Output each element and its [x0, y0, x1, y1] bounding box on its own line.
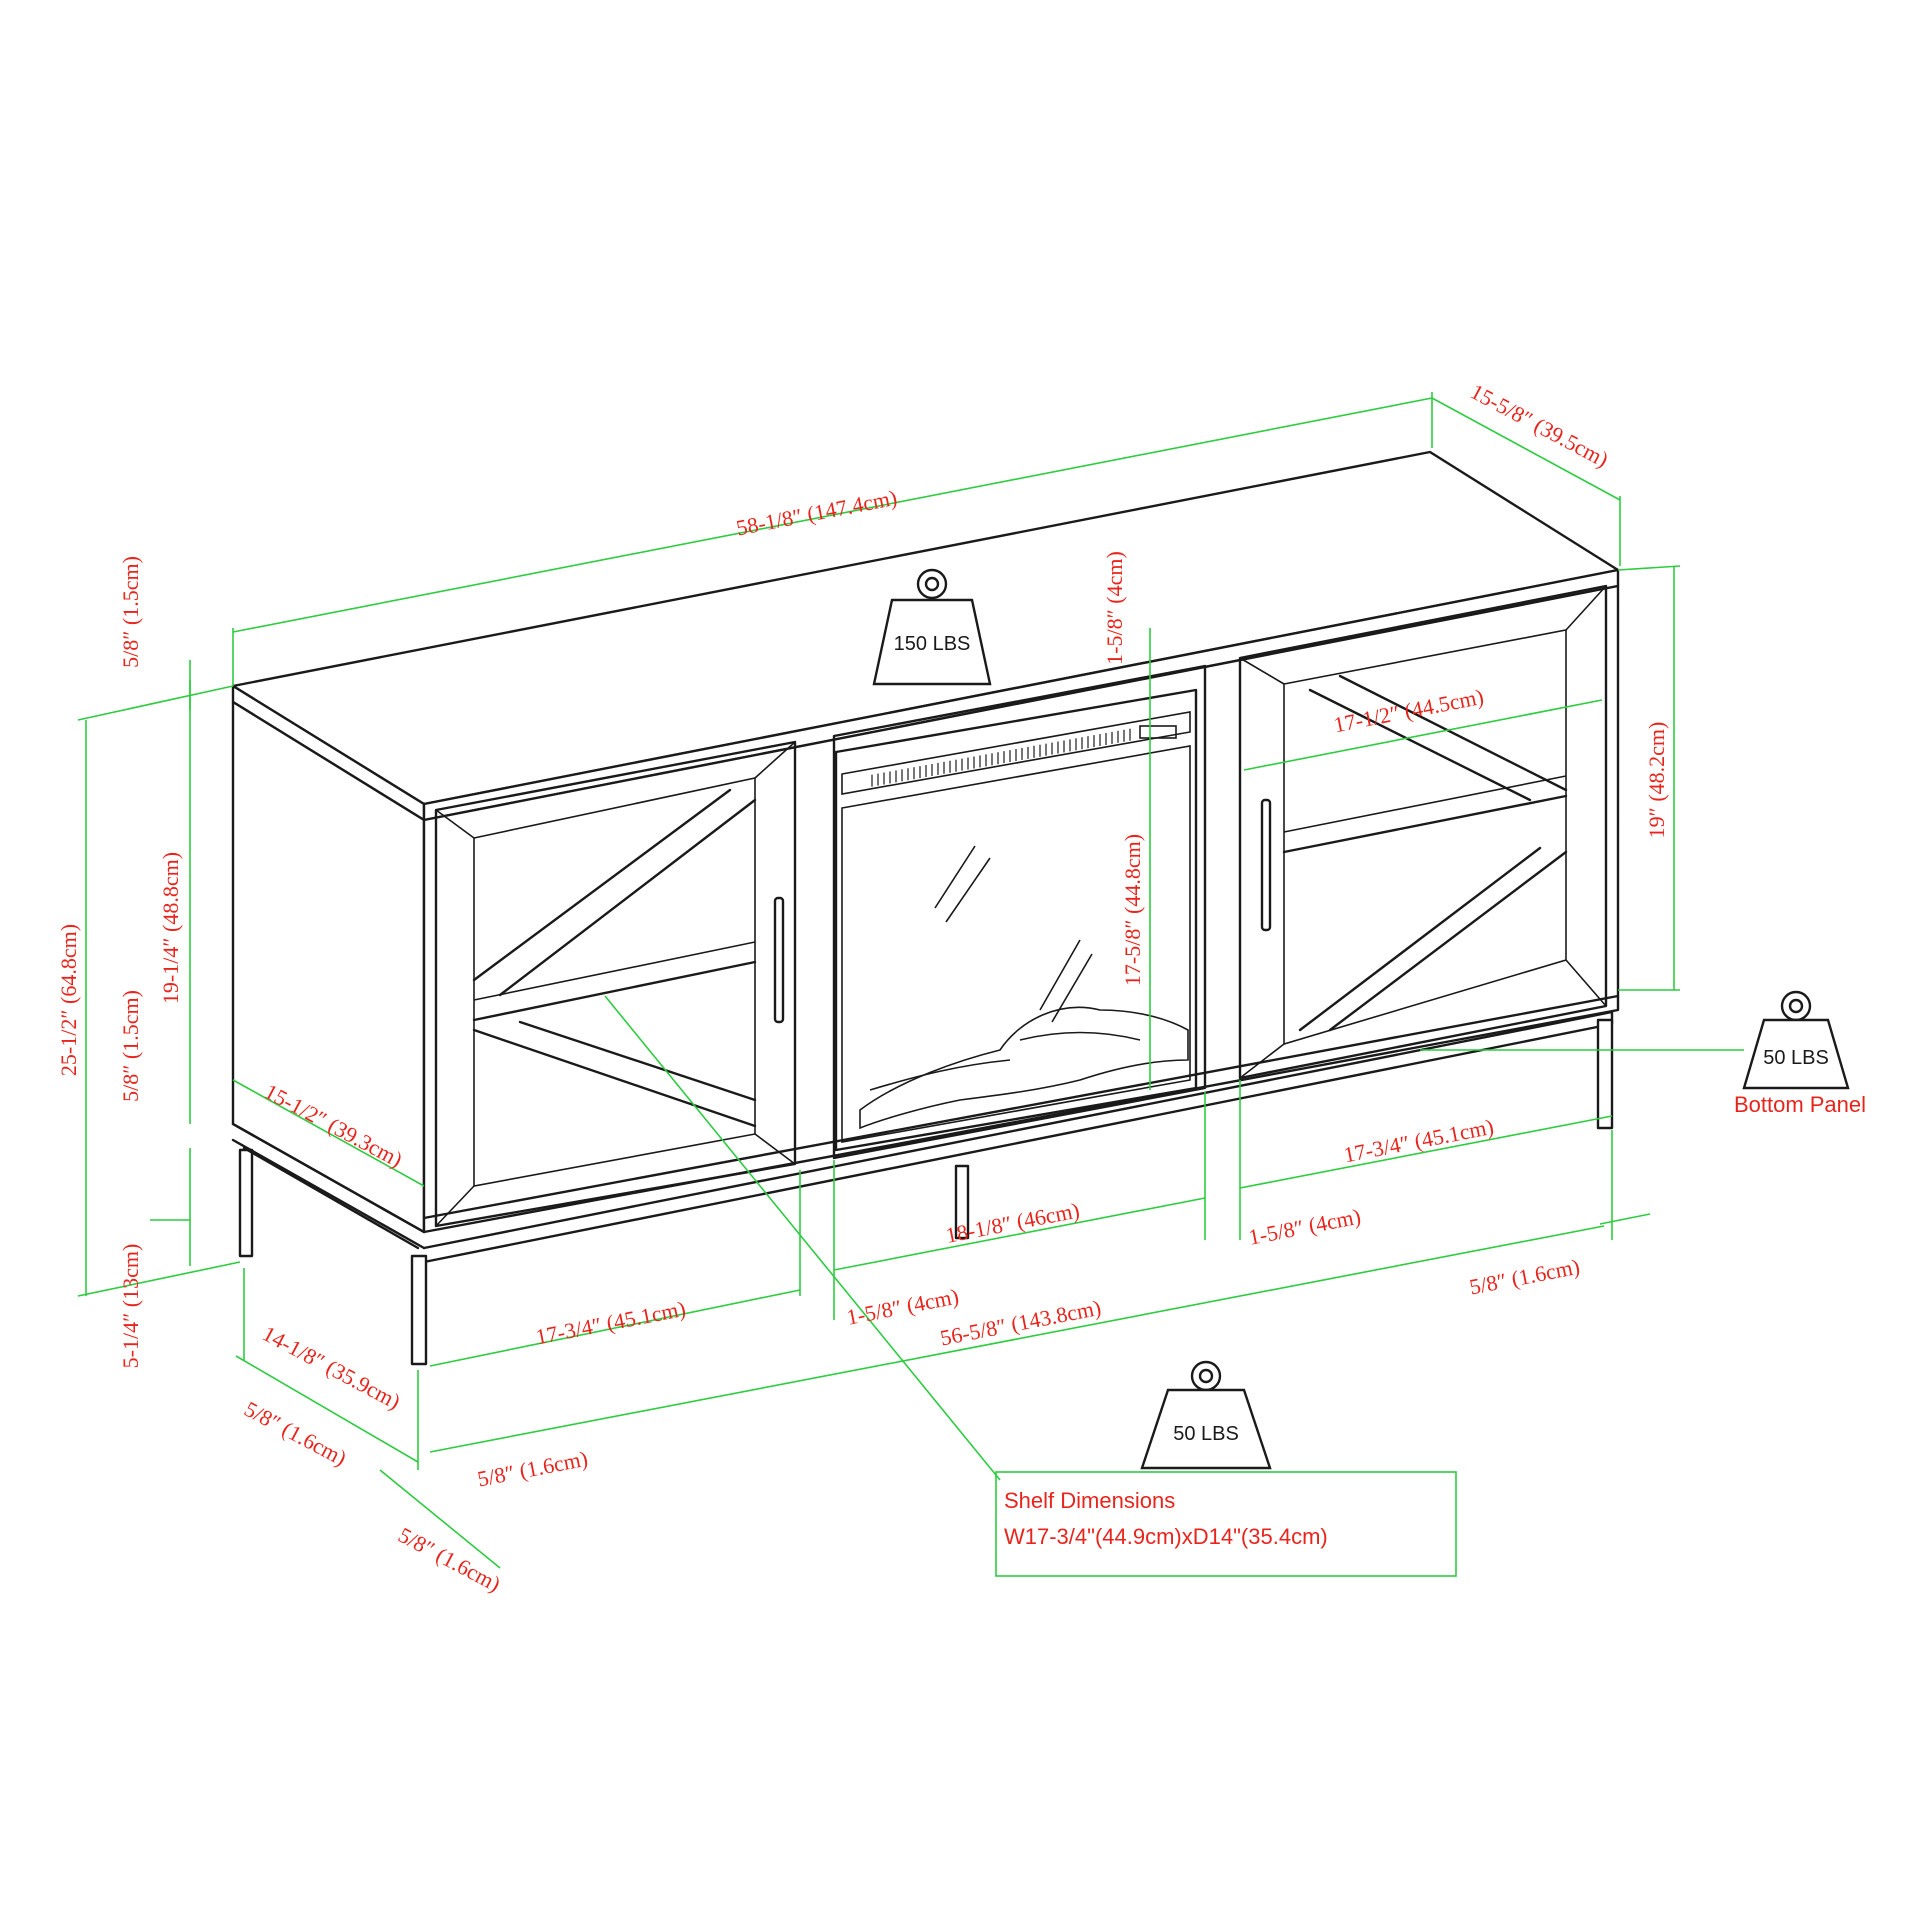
dim-line-overall-width	[232, 397, 1433, 633]
leg-front-right	[1596, 1018, 1614, 1130]
right-brace-3	[1298, 846, 1542, 1032]
bottom-panel-edge	[422, 994, 1620, 1220]
fireplace-control	[1139, 725, 1177, 739]
dim-base-depth: 14-1/8″ (35.9cm)	[258, 1321, 404, 1414]
dim-line-right-leg	[1599, 1213, 1651, 1225]
shelf-callout-title: Shelf Dimensions	[1004, 1488, 1175, 1513]
dim-leg-height: 5-1/4″ (13cm)	[118, 1244, 143, 1369]
left-shelf-front	[472, 960, 757, 1022]
dim-fireplace-height: 17-5/8″ (44.8cm)	[1120, 834, 1145, 986]
left-brace-1	[472, 788, 732, 982]
dim-line-left-opening	[429, 1289, 801, 1367]
dim-overall-depth: 15-5/8″ (39.5cm)	[1466, 379, 1612, 472]
bottom-panel-label: Bottom Panel	[1734, 1092, 1866, 1117]
left-door-bevel-1	[435, 809, 475, 839]
weight-top-label: 150 LBS	[894, 633, 971, 655]
dim-line-leg-offset-b	[379, 1469, 501, 1569]
right-door-handle	[1260, 798, 1272, 932]
left-brace-2	[498, 798, 757, 997]
shelf-callout-size: W17-3/4"(44.9cm)xD14"(35.4cm)	[1004, 1524, 1328, 1549]
fireplace-frame	[832, 664, 1207, 1160]
weight-ring-hole	[924, 576, 940, 592]
glass-reflection-3	[1039, 939, 1081, 1011]
dim-body-height: 19-1/4″ (48.8cm)	[158, 852, 183, 1004]
weight-ring-hole	[1788, 998, 1804, 1014]
base-frame-side	[231, 1138, 426, 1250]
left-door-bevel-4	[435, 1185, 475, 1227]
dim-ext-rd-top	[1617, 565, 1681, 571]
shelf-callout-leader	[604, 995, 1001, 1481]
front-face	[422, 584, 1620, 1234]
weight-icon-bottom-panel: 50 LBS	[1742, 990, 1850, 1090]
dim-left-opening: 17-3/4″ (45.1cm)	[534, 1296, 688, 1350]
left-shelf-back	[473, 941, 756, 1001]
weight-ring-hole	[1198, 1368, 1214, 1384]
right-brace-4	[1328, 850, 1568, 1032]
leg-back-left	[238, 1148, 254, 1258]
dim-right-opening: 17-3/4″ (45.1cm)	[1342, 1114, 1496, 1168]
weight-bottom-panel-label: 50 LBS	[1763, 1047, 1829, 1069]
fireplace-glass	[841, 745, 1191, 1143]
fireplace-vent-slots	[871, 728, 1131, 787]
right-door-bevel-1	[1239, 657, 1285, 685]
right-door-bevel-4	[1239, 1043, 1285, 1079]
bottom-panel-edge-2	[231, 1122, 426, 1234]
dim-line-base-width	[429, 1225, 1605, 1453]
left-door-bevel-2	[754, 741, 796, 779]
fireplace-vent	[841, 711, 1191, 795]
right-door-bevel-2	[1565, 585, 1607, 631]
left-door-bevel-3	[754, 1133, 796, 1165]
left-brace-4	[518, 1020, 757, 1102]
dim-overall-height: 25-1/2″ (64.8cm)	[56, 924, 81, 1076]
dim-top-thickness: 5/8″ (1.5cm)	[118, 556, 143, 668]
dim-line-side-depth	[232, 1079, 425, 1187]
left-brace-3	[472, 1028, 757, 1128]
right-shelf-front	[1282, 794, 1568, 854]
weight-shelf-label: 50 LBS	[1173, 1423, 1239, 1445]
dim-divider-right: 1-5/8″ (4cm)	[1246, 1204, 1362, 1250]
dim-bottom-thickness: 5/8″ (1.5cm)	[118, 990, 143, 1102]
left-door-handle	[773, 896, 785, 1024]
center-leg	[954, 1164, 970, 1240]
dim-overall-width: 58-1/8″ (147.4cm)	[734, 485, 899, 541]
dim-line-overall-depth	[1431, 397, 1621, 501]
weight-body-icon	[1140, 1388, 1272, 1470]
right-door-bevel-3	[1565, 959, 1607, 1007]
dim-right-door-height: 19″ (48.2cm)	[1644, 722, 1669, 839]
right-brace-2	[1308, 688, 1532, 802]
dim-ext-oh-top	[77, 685, 234, 721]
dim-line-right-shelf-width	[1243, 699, 1603, 771]
shelf-callout-box	[995, 1471, 1457, 1577]
dimension-lines	[77, 392, 1681, 1569]
dim-leg-offset-b: 5/8″ (1.6cm)	[475, 1446, 590, 1492]
base-frame-front	[422, 1010, 1614, 1264]
dim-ext-oh-bottom	[77, 1261, 241, 1297]
dim-divider-left: 1-5/8″ (4cm)	[844, 1284, 960, 1330]
weight-icon-top: 150 LBS	[872, 568, 992, 686]
dim-line-right-opening	[1239, 1115, 1613, 1189]
right-shelf-back	[1283, 775, 1567, 833]
dim-line-fireplace-width	[833, 1197, 1206, 1271]
dim-fireplace-width: 18-1/8″ (46cm)	[944, 1197, 1082, 1247]
dim-leg-offset-d: 5/8″ (1.6cm)	[1467, 1254, 1582, 1300]
fireplace-insert	[834, 688, 1198, 1152]
glass-reflection-2	[945, 857, 991, 923]
weight-body-icon	[1742, 1018, 1850, 1090]
base-left-rail	[242, 1146, 420, 1250]
glass-reflection-4	[1051, 953, 1093, 1023]
weight-body-icon	[872, 598, 992, 686]
dim-base-width: 56-5/8″ (143.8cm)	[938, 1295, 1103, 1351]
leg-front-left	[410, 1254, 428, 1366]
dim-fireplace-top: 1-5/8″ (4cm)	[1102, 551, 1127, 665]
dim-leg-offset-a: 5/8″ (1.6cm)	[240, 1396, 350, 1471]
right-brace-1	[1338, 674, 1568, 792]
glass-reflection-1	[934, 845, 976, 909]
dim-line-base-depth	[235, 1355, 419, 1463]
fireplace-logs	[859, 1006, 1189, 1130]
fireplace-logs-detail	[869, 1031, 1141, 1091]
weight-icon-shelf: 50 LBS	[1140, 1360, 1272, 1470]
